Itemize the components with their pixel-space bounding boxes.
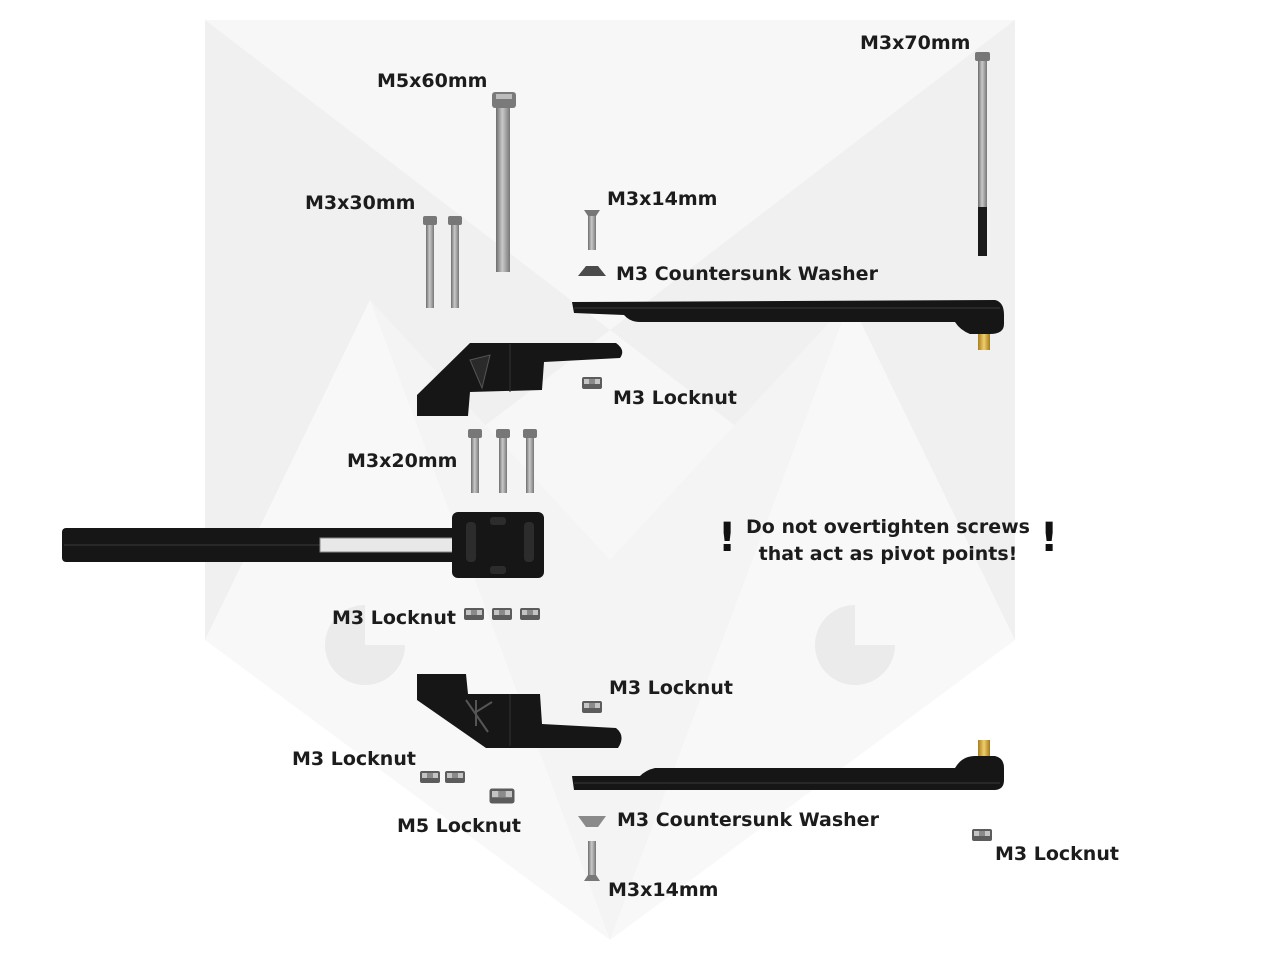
lower-arm (572, 740, 1004, 790)
label-m3x14-top: M3x14mm (607, 188, 718, 210)
m3-locknut-center (520, 608, 540, 620)
label-m5x60: M5x60mm (377, 70, 488, 92)
m3-locknut-center (492, 608, 512, 620)
label-locknut-center: M3 Locknut (332, 607, 456, 629)
m5x60-screw (492, 92, 516, 272)
m3-locknut-upper-part (582, 377, 602, 389)
warning-line-2: that act as pivot points! (758, 543, 1018, 565)
m3x20-screw (496, 429, 510, 493)
label-m3x20: M3x20mm (347, 450, 458, 472)
m3x70-screw (975, 52, 990, 256)
label-m3x30: M3x30mm (305, 192, 416, 214)
label-locknut-upper: M3 Locknut (613, 387, 737, 409)
warning-exclamation-left-icon: ! (718, 515, 737, 561)
label-m3x70: M3x70mm (860, 32, 971, 54)
label-m3x14-bottom: M3x14mm (608, 879, 719, 901)
m3x14-screw-bottom (584, 841, 600, 881)
m3-locknut-bottom-right (972, 829, 992, 841)
label-m5-locknut: M5 Locknut (397, 815, 521, 837)
warning-exclamation-right-icon: ! (1040, 515, 1059, 561)
label-locknut-lower-left: M3 Locknut (292, 748, 416, 770)
m3-locknut-lower-mid (582, 701, 602, 713)
lower-bracket (417, 674, 622, 748)
m5-locknut (489, 788, 515, 804)
label-washer-bottom: M3 Countersunk Washer (617, 809, 879, 831)
m3x30-screw (423, 216, 437, 308)
main-arm (62, 512, 544, 578)
m3-locknut-lower-left (445, 771, 465, 783)
m3-locknut-lower-left (420, 771, 440, 783)
countersunk-washer-top (578, 266, 606, 276)
background-watermark (205, 20, 1015, 940)
m3x30-screw (448, 216, 462, 308)
countersunk-washer-bottom (578, 816, 606, 827)
m3x20-screw (468, 429, 482, 493)
m3-locknut-center (464, 608, 484, 620)
upper-arm (572, 300, 1004, 350)
m3x14-screw-top (584, 210, 600, 250)
warning-note: Do not overtighten screws that act as pi… (740, 514, 1036, 568)
label-washer-top: M3 Countersunk Washer (616, 263, 878, 285)
label-locknut-lower-mid: M3 Locknut (609, 677, 733, 699)
upper-bracket (417, 343, 623, 416)
label-locknut-bottom-right: M3 Locknut (995, 843, 1119, 865)
warning-line-1: Do not overtighten screws (746, 516, 1030, 538)
m3x20-screw (523, 429, 537, 493)
